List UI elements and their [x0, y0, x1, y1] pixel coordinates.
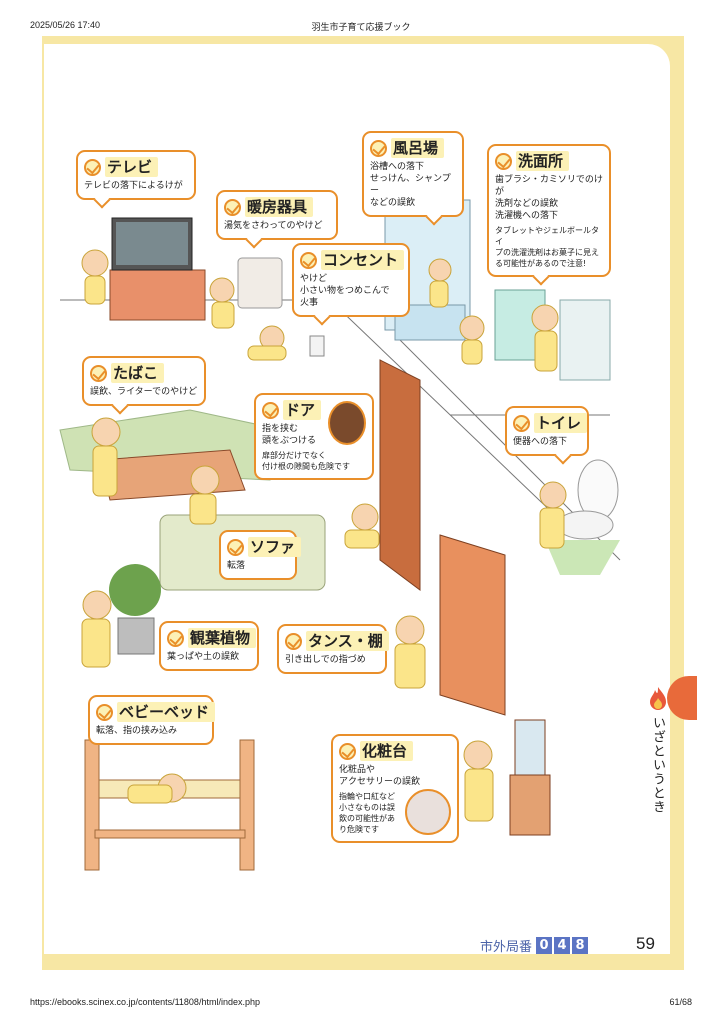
callout-crib: ベビーベッド 転落、指の挟み込み — [88, 695, 216, 745]
callout-title: ベビーベッド — [117, 702, 216, 722]
callout-chest: タンス・棚 引き出しでの指づめ — [277, 624, 389, 674]
callout-door: ドア 指を挟む 頭をぶつける 扉部分だけでなく 付け根の隙間も危険です — [254, 393, 374, 480]
print-datetime: 2025/05/26 17:40 — [30, 20, 101, 30]
check-icon — [339, 742, 356, 760]
callout-title: テレビ — [105, 157, 159, 177]
callout-outlet: コンセント やけど 小さい物をつめこんで 火事 — [292, 243, 410, 326]
area-code-digit: 8 — [572, 937, 589, 954]
door-hinge-photo — [328, 401, 366, 445]
check-icon — [300, 251, 317, 269]
accessory-photo — [405, 789, 451, 835]
callout-desc: テレビの落下によるけが — [84, 181, 183, 191]
callout-desc: 化粧品や アクセサリーの誤飲 — [339, 765, 421, 787]
page-number: 59 — [636, 934, 655, 953]
area-code-digit: 4 — [554, 937, 571, 954]
washroom — [494, 289, 611, 381]
check-icon — [84, 158, 101, 176]
callout-desc: 転落、指の挟み込み — [96, 726, 178, 736]
check-icon — [227, 538, 244, 556]
callout-tv: テレビ テレビの落下によるけが — [76, 150, 196, 209]
callout-plant: 観葉植物 葉っぱや土の誤飲 — [159, 621, 259, 671]
callout-title: 洗面所 — [516, 151, 570, 171]
callout-heater: 暖房器具 湯気をさわってのやけど — [216, 190, 338, 249]
child-figures — [81, 249, 567, 822]
callout-desc: 歯ブラシ・カミソリでのけが 洗剤などの誤飲 洗濯機への落下 — [495, 175, 603, 221]
crib — [84, 739, 255, 871]
check-icon — [495, 152, 512, 170]
callout-title: 化粧台 — [360, 741, 414, 761]
callout-dresser: 化粧台 化粧品や アクセサリーの誤飲 指輪や口紅など 小さなものは誤 飲の可能性… — [331, 734, 459, 843]
check-icon — [370, 139, 387, 157]
callout-desc: 誤飲、ライターでのやけど — [90, 387, 198, 397]
dresser — [509, 719, 551, 836]
callout-sofa: ソファ 転落 — [219, 530, 302, 580]
callout-title: ドア — [283, 400, 322, 420]
callout-desc: 浴槽への落下 せっけん、シャンプー などの誤飲 — [370, 162, 451, 208]
callout-title: 風呂場 — [391, 138, 445, 158]
callout-toilet: トイレ 便器への落下 — [505, 406, 589, 465]
print-title: 羽生市子育て応援ブック — [311, 22, 411, 32]
check-icon — [90, 364, 107, 382]
callout-title: たばこ — [111, 363, 165, 383]
callout-title: ソファ — [248, 537, 302, 557]
side-tab-label: いざというとき — [650, 716, 665, 814]
callout-title: タンス・棚 — [306, 631, 389, 651]
area-code-digit: 0 — [536, 937, 553, 954]
flame-icon — [650, 687, 666, 710]
callout-note: 指輪や口紅など 小さなものは誤 飲の可能性があ り危険です — [339, 792, 395, 834]
callout-note: タブレットやジェルボールタイ プの洗濯洗剤はお菓子に見え る可能性があるので注意… — [495, 226, 599, 268]
toilet — [545, 459, 620, 575]
chest-of-drawers — [439, 534, 506, 716]
callout-desc: 引き出しでの指づめ — [285, 655, 366, 665]
door — [379, 359, 421, 591]
callout-tobacco: たばこ 誤飲、ライターでのやけど — [82, 356, 206, 415]
callout-desc: 葉っぱや土の誤飲 — [167, 652, 240, 662]
callout-title: コンセント — [321, 250, 405, 270]
area-code: 市外局番 0 4 8 — [480, 936, 590, 955]
callout-desc: 指を挟む 頭をぶつける — [262, 424, 317, 446]
callout-desc: 湯気をさわってのやけど — [224, 221, 323, 231]
callout-desc: 便器への落下 — [513, 437, 568, 447]
callout-desc: 転落 — [227, 561, 246, 571]
check-icon — [224, 198, 241, 216]
check-icon — [167, 629, 184, 647]
callout-sink: 洗面所 歯ブラシ・カミソリでのけが 洗剤などの誤飲 洗濯機への落下 タブレットや… — [487, 144, 611, 286]
check-icon — [285, 632, 302, 650]
callout-note: 扉部分だけでなく 付け根の隙間も危険です — [262, 451, 350, 471]
callout-bath: 風呂場 浴槽への落下 せっけん、シャンプー などの誤飲 — [362, 131, 464, 226]
check-icon — [262, 401, 279, 419]
print-url: https://ebooks.scinex.co.jp/contents/118… — [30, 997, 260, 1007]
callout-title: 観葉植物 — [188, 628, 257, 648]
callout-title: トイレ — [534, 413, 588, 433]
callout-desc: やけど 小さい物をつめこんで 火事 — [300, 274, 390, 308]
area-code-label: 市外局番 — [480, 940, 533, 955]
print-page-count: 61/68 — [669, 997, 692, 1007]
section-side-tab[interactable] — [667, 676, 697, 720]
outlet — [309, 335, 325, 357]
check-icon — [96, 703, 113, 721]
tv-set — [109, 217, 206, 321]
callout-title: 暖房器具 — [245, 197, 314, 217]
heater — [237, 257, 283, 309]
check-icon — [513, 414, 530, 432]
plant — [109, 564, 161, 655]
